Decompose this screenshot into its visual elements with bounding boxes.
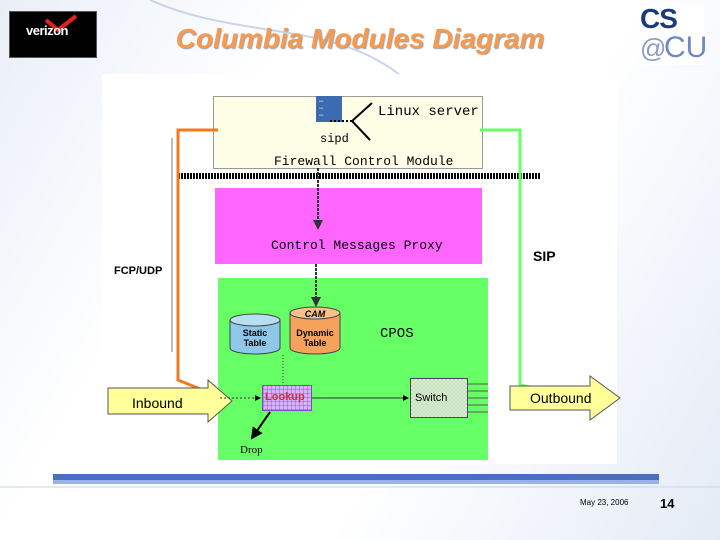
switch-box <box>410 378 468 418</box>
outbound-arrow <box>509 375 621 421</box>
footer-bar <box>53 474 659 480</box>
drop-label: Drop <box>240 444 263 456</box>
cpos-label: CPOS <box>380 326 414 342</box>
lookup-to-drop-arrow <box>250 411 271 440</box>
outbound-label: Outbound <box>530 390 592 406</box>
switch-output-lines <box>468 383 488 413</box>
sipd-arrow-icon <box>350 102 373 141</box>
control-messages-proxy-box <box>215 188 482 264</box>
firewall-control-module-label: Firewall Control Module <box>274 154 454 169</box>
control-messages-proxy-label: Control Messages Proxy <box>271 238 443 253</box>
cu-logo-text: CU <box>664 31 708 64</box>
lookup-label: Lookup <box>265 391 305 403</box>
lookup-box <box>262 385 312 411</box>
linux-server-label: Linux server <box>378 104 479 120</box>
static-table-label: Static Table <box>242 328 268 348</box>
static-table-cylinder <box>229 313 281 355</box>
fcp-udp-label: FCP/UDP <box>103 264 171 278</box>
inbound-label: Inbound <box>132 395 183 411</box>
sip-path <box>480 128 546 392</box>
fcp-udp-path <box>176 128 218 397</box>
verizon-logo <box>9 11 97 58</box>
linux-server-box <box>213 96 483 169</box>
slide-date: May 23, 2006 <box>580 498 629 507</box>
verizon-check-icon <box>44 14 78 33</box>
page-number: 14 <box>660 496 675 511</box>
sipd-label: sipd <box>320 132 349 146</box>
sipd-icon: ▪▪▪▪ ▪▪▪▪ ▪▪▪▪ <box>316 96 342 122</box>
cpos-box <box>218 278 488 460</box>
cscu-logo: CS @ CU <box>640 3 708 65</box>
cs-logo-text: CS <box>640 3 678 34</box>
verizon-logo-text: verizon <box>25 23 69 38</box>
cam-label: CAM <box>304 309 326 319</box>
switch-label: Switch <box>415 392 448 404</box>
at-logo-text: @ <box>640 33 667 63</box>
inbound-arrow <box>107 378 233 424</box>
dynamic-table-cylinder <box>289 306 341 355</box>
sip-label: SIP <box>533 248 556 264</box>
slide-title: Columbia Modules Diagram <box>175 23 545 54</box>
dynamic-table-label: Dynamic Table <box>296 328 334 348</box>
